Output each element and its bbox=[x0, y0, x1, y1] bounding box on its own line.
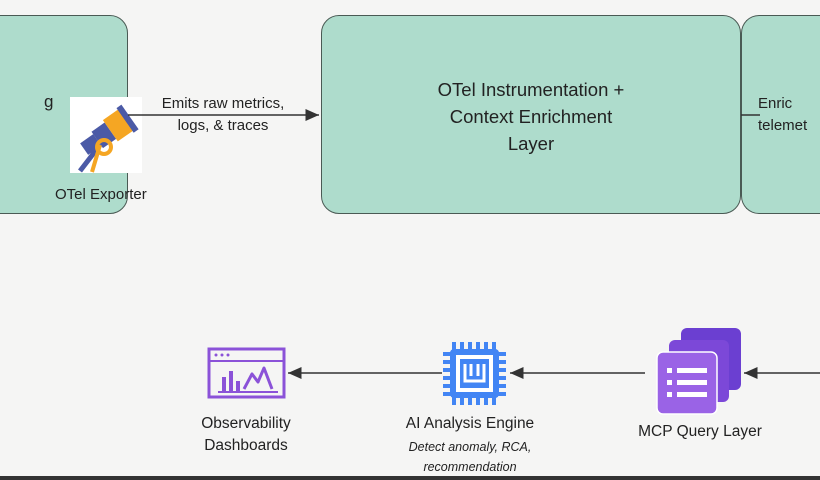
enriched-edge-label: Enric telemet bbox=[758, 93, 807, 137]
otel-exporter-label: OTel Exporter bbox=[55, 186, 147, 203]
dashboard-chart-icon bbox=[207, 347, 286, 399]
telescope-icon bbox=[70, 97, 142, 173]
enriched-edge-line-1: Enric bbox=[758, 95, 793, 112]
instrumentation-line-2: Context Enrichment bbox=[449, 106, 613, 127]
observability-line-2: Dashboards bbox=[204, 437, 288, 454]
bottom-divider bbox=[0, 476, 820, 480]
instrumentation-layer-box[interactable]: OTel Instrumentation + Context Enrichmen… bbox=[321, 15, 741, 214]
ai-subtitle-line-2: recommendation bbox=[423, 460, 517, 474]
emits-edge-label: Emits raw metrics, logs, & traces bbox=[145, 93, 301, 137]
stacked-list-icon bbox=[656, 328, 741, 415]
instrumentation-line-3: Layer bbox=[507, 133, 555, 154]
emits-edge-line-1: Emits raw metrics, bbox=[161, 95, 285, 112]
observability-line-1: Observability bbox=[201, 415, 291, 432]
instrumentation-line-1: OTel Instrumentation + bbox=[437, 79, 625, 100]
ai-subtitle-line-1: Detect anomaly, RCA, bbox=[408, 440, 532, 454]
enriched-edge-line-2: telemet bbox=[758, 117, 808, 134]
instrumentation-layer-label: OTel Instrumentation + Context Enrichmen… bbox=[322, 76, 740, 157]
source-node-label-fragment: g bbox=[44, 92, 54, 111]
ai-analysis-engine-label: AI Analysis Engine bbox=[405, 415, 535, 432]
observability-dashboards-label: Observability Dashboards bbox=[186, 413, 306, 457]
chip-icon bbox=[443, 342, 506, 405]
emits-edge-line-2: logs, & traces bbox=[177, 117, 269, 134]
mcp-query-layer-label: MCP Query Layer bbox=[638, 423, 762, 440]
ai-analysis-engine-subtitle: Detect anomaly, RCA, recommendation bbox=[395, 437, 545, 477]
